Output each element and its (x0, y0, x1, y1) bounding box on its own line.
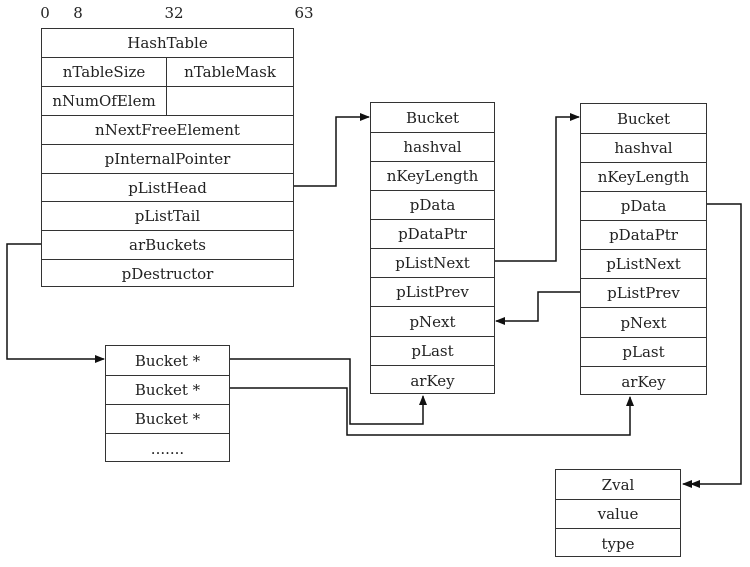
zval-struct: Zval value type (555, 469, 681, 557)
bucket-1-plast: pLast (371, 336, 494, 365)
bucket-2-hashval: hashval (581, 133, 706, 162)
bucket-2-pnext: pNext (581, 307, 706, 337)
bucket-1-nkeylength: nKeyLength (371, 161, 494, 190)
hashtable-row-numofelem: nNumOfElem (42, 86, 293, 115)
bit-ruler-0: 0 (40, 4, 50, 22)
zval-title: Zval (601, 475, 635, 494)
bucket-2-plistnext: pListNext (581, 249, 706, 278)
hashtable-title: HashTable (127, 34, 208, 52)
bucket-2-pdataptr: pDataPtr (581, 220, 706, 249)
bucket-pointer-more: ....... (106, 433, 229, 463)
bucket-1-pdata: pData (371, 190, 494, 219)
bucket-pointer-1: Bucket * (134, 351, 201, 370)
bucket-struct-2: Bucket hashval nKeyLength pData pDataPtr… (580, 103, 707, 395)
arrow-plisthead-to-bucket1 (294, 113, 370, 187)
field-ntablesize: nTableSize (42, 58, 167, 86)
field-pdestructor: pDestructor (42, 259, 293, 288)
bit-ruler-63: 63 (294, 4, 314, 22)
arrow-pdata-to-zval (690, 203, 742, 488)
field-nnextfreeelement: nNextFreeElement (42, 115, 293, 144)
bucket-1-arkey: arKey (371, 365, 494, 395)
field-plisthead: pListHead (42, 173, 293, 201)
bucket-pointer-3: Bucket * (106, 404, 229, 433)
bucket-1-pdataptr: pDataPtr (371, 219, 494, 248)
bucket-1-title: Bucket (405, 108, 460, 127)
bucket-pointer-array: Bucket * Bucket * Bucket * ....... (105, 345, 230, 462)
bucket-2-nkeylength: nKeyLength (581, 162, 706, 191)
arrow-bucketptr1-to-bucket1 (230, 358, 427, 425)
bucket-2-title: Bucket (616, 109, 671, 128)
bucket-2-plistprev: pListPrev (581, 278, 706, 307)
bucket-2-pdata: pData (581, 191, 706, 220)
hashtable-struct: HashTable nTableSize nTableMask nNumOfEl… (41, 28, 294, 287)
field-arbuckets: arBuckets (42, 230, 293, 259)
zval-type: type (556, 528, 680, 558)
bucket-2-plast: pLast (581, 337, 706, 366)
arrow-bucketptr2-to-bucket2 (230, 387, 634, 436)
bit-ruler-32: 32 (164, 4, 184, 22)
bucket-struct-1: Bucket hashval nKeyLength pData pDataPtr… (370, 102, 495, 394)
arrow-arbuckets-to-array (6, 243, 105, 363)
field-pinternalpointer: pInternalPointer (42, 144, 293, 173)
bucket-pointer-2: Bucket * (106, 375, 229, 404)
bucket-2-arkey: arKey (581, 366, 706, 396)
field-plisttail: pListTail (42, 201, 293, 230)
bucket-1-plistnext: pListNext (371, 248, 494, 277)
bit-ruler-8: 8 (73, 4, 83, 22)
bucket-1-plistprev: pListPrev (371, 277, 494, 306)
hashtable-row-size-mask: nTableSize nTableMask (42, 57, 293, 86)
field-ntablemask: nTableMask (184, 63, 276, 81)
arrow-plistnext-to-bucket2 (495, 113, 580, 262)
arrow-plistprev-to-bucket1 (495, 291, 580, 325)
bucket-1-hashval: hashval (371, 132, 494, 161)
zval-value: value (556, 499, 680, 528)
bucket-1-pnext: pNext (371, 306, 494, 336)
field-nnumofelem: nNumOfElem (42, 87, 167, 115)
